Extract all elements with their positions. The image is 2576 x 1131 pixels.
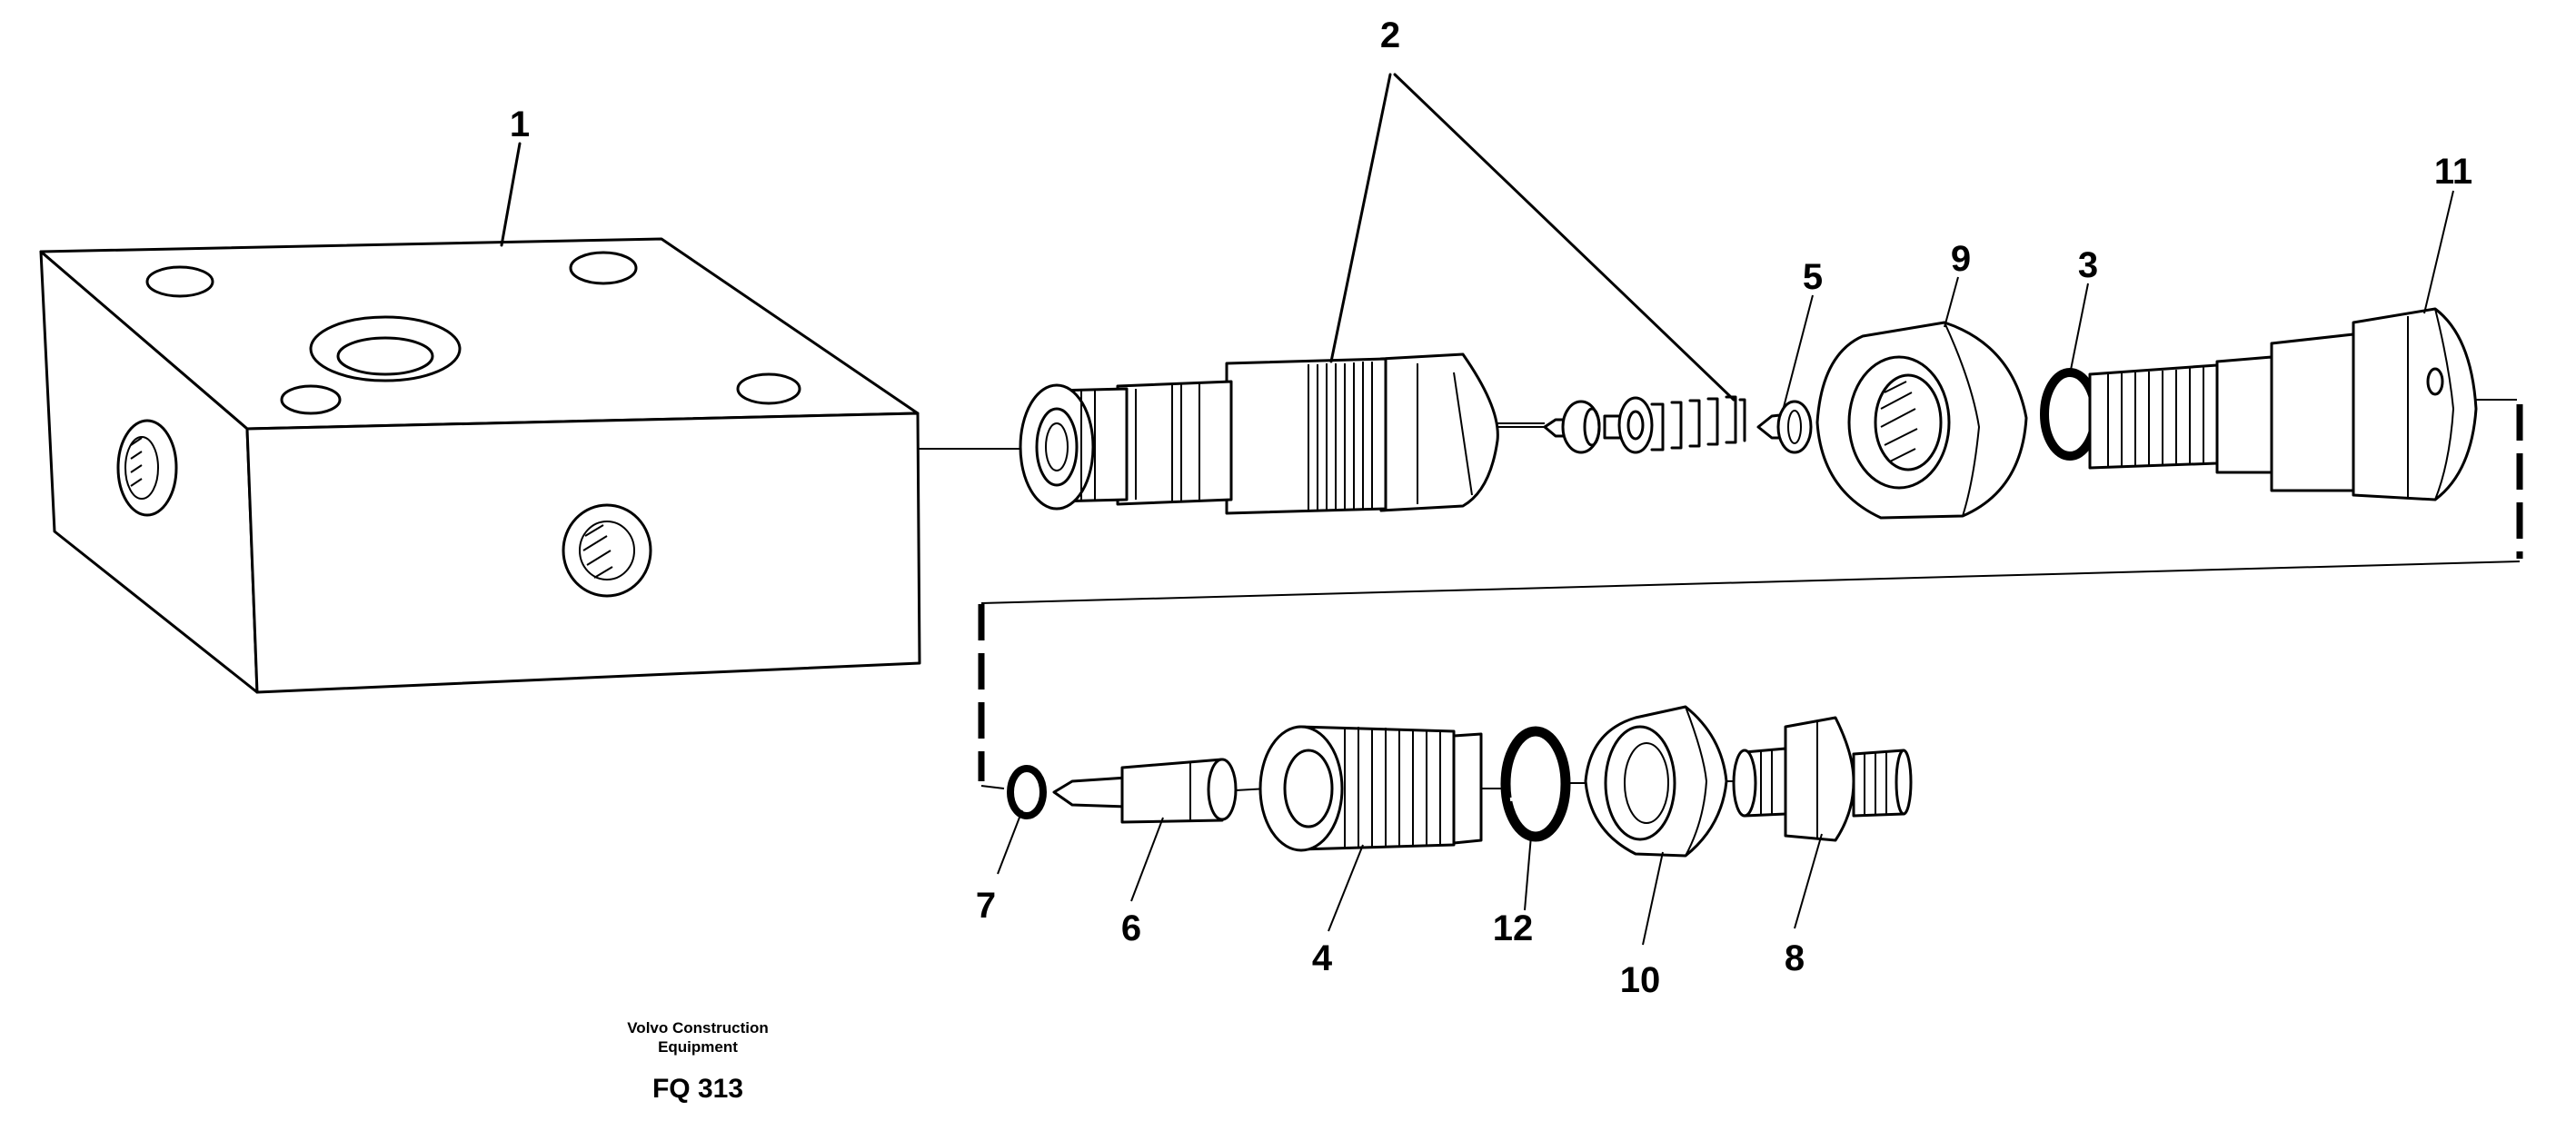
piston [1052, 758, 1238, 824]
leader-lines [500, 73, 2454, 946]
callout-5: 5 [1803, 257, 1823, 297]
connector-route [978, 399, 2523, 789]
nipple-fitting [1732, 716, 1913, 842]
o-ring-upper [2040, 368, 2100, 461]
callout-7: 7 [976, 886, 996, 926]
callout-8: 8 [1785, 938, 1805, 978]
caption-figure-code: FQ 313 [652, 1074, 743, 1104]
caption-company-line2: Equipment [658, 1038, 738, 1056]
poppet [1756, 400, 1813, 454]
spring-and-poppet [1497, 395, 1746, 454]
caption-company-line1: Volvo Construction [627, 1019, 769, 1037]
callout-2: 2 [1380, 15, 1400, 55]
callout-4: 4 [1312, 938, 1333, 978]
lock-nut [1584, 705, 1728, 858]
hex-nut [1815, 321, 2028, 520]
callout-10: 10 [1620, 960, 1661, 1000]
callout-3: 3 [2078, 245, 2098, 285]
valve-block [39, 237, 921, 694]
callout-1: 1 [510, 104, 530, 144]
o-ring-lower [1500, 726, 1571, 842]
callout-6: 6 [1121, 908, 1141, 948]
small-ring [1007, 765, 1047, 819]
threaded-sleeve [1258, 725, 1483, 852]
cartridge-valve [1019, 352, 1499, 515]
callout-11: 11 [2434, 152, 2472, 192]
adapter-fitting [2088, 307, 2478, 501]
callout-9: 9 [1951, 239, 1971, 279]
callout-12: 12 [1493, 908, 1534, 948]
